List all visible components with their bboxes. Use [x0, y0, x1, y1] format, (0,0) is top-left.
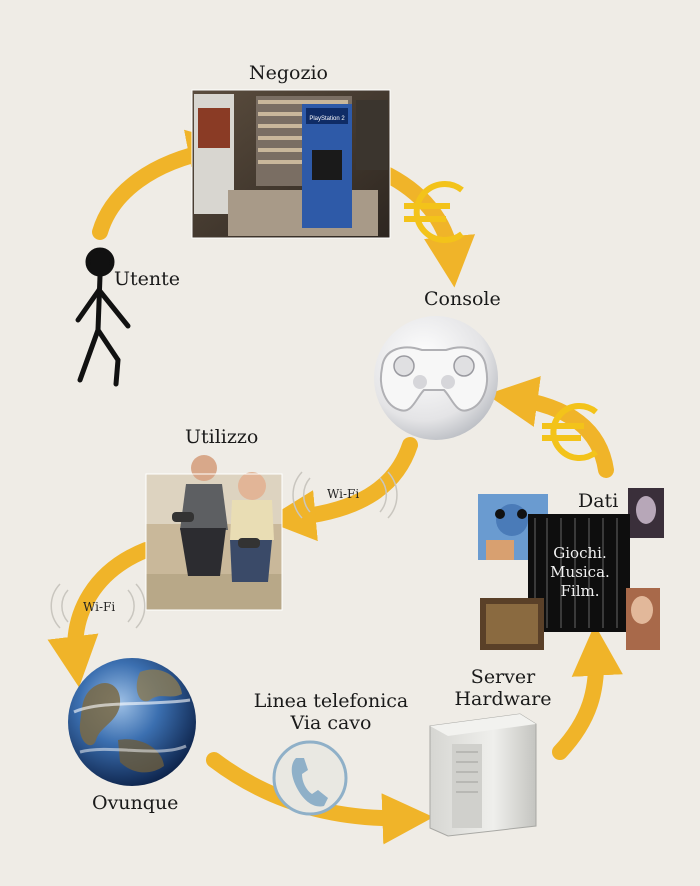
dati-item-giochi: Giochi.: [553, 544, 607, 562]
linea-label-line2: Via cavo: [290, 712, 372, 734]
walking-stick-figure-icon: [75, 247, 131, 387]
dati-content-text: Giochi. Musica. Film.: [532, 544, 628, 601]
utente-label: Utente: [114, 268, 181, 290]
globe-icon: [68, 658, 196, 786]
arrow-utilizzo-to-ovunque: [47, 542, 154, 688]
gamers-photo: [145, 455, 283, 611]
console-label: Console: [424, 288, 501, 310]
dati-label: Dati: [578, 490, 619, 512]
euro-icon: [542, 403, 598, 461]
ovunque-label: Ovunque: [92, 792, 179, 814]
store-photo: PlayStation 2: [191, 89, 391, 239]
arrow-server-to-dati: [552, 624, 623, 760]
wifi-waves-icon: [292, 471, 398, 519]
svg-text:PlayStation 2: PlayStation 2: [309, 116, 345, 122]
linea-label: Linea telefonica Via cavo: [236, 690, 426, 734]
media-collage: [478, 488, 664, 650]
negozio-label: Negozio: [249, 62, 328, 84]
wifi-label-left: Wi-Fi: [83, 600, 116, 614]
server-label: Server Hardware: [446, 666, 560, 710]
dati-item-musica: Musica.: [550, 563, 610, 581]
wifi-label-top: Wi-Fi: [327, 487, 360, 501]
server-label-line2: Hardware: [454, 688, 552, 710]
utilizzo-label: Utilizzo: [185, 426, 259, 448]
euro-icon: [404, 181, 464, 243]
dati-item-film: Film.: [560, 582, 600, 600]
console-orb: [374, 316, 498, 440]
server-tower-icon: [429, 713, 537, 837]
arrow-dati-to-console: [486, 376, 614, 478]
server-label-line1: Server: [470, 666, 536, 688]
wifi-waves-icon: [50, 583, 146, 629]
gamepad-icon: [380, 346, 488, 412]
arrow-console-to-utilizzo: [264, 437, 418, 542]
phone-handset-icon: [272, 740, 348, 816]
linea-label-line1: Linea telefonica: [253, 690, 409, 712]
